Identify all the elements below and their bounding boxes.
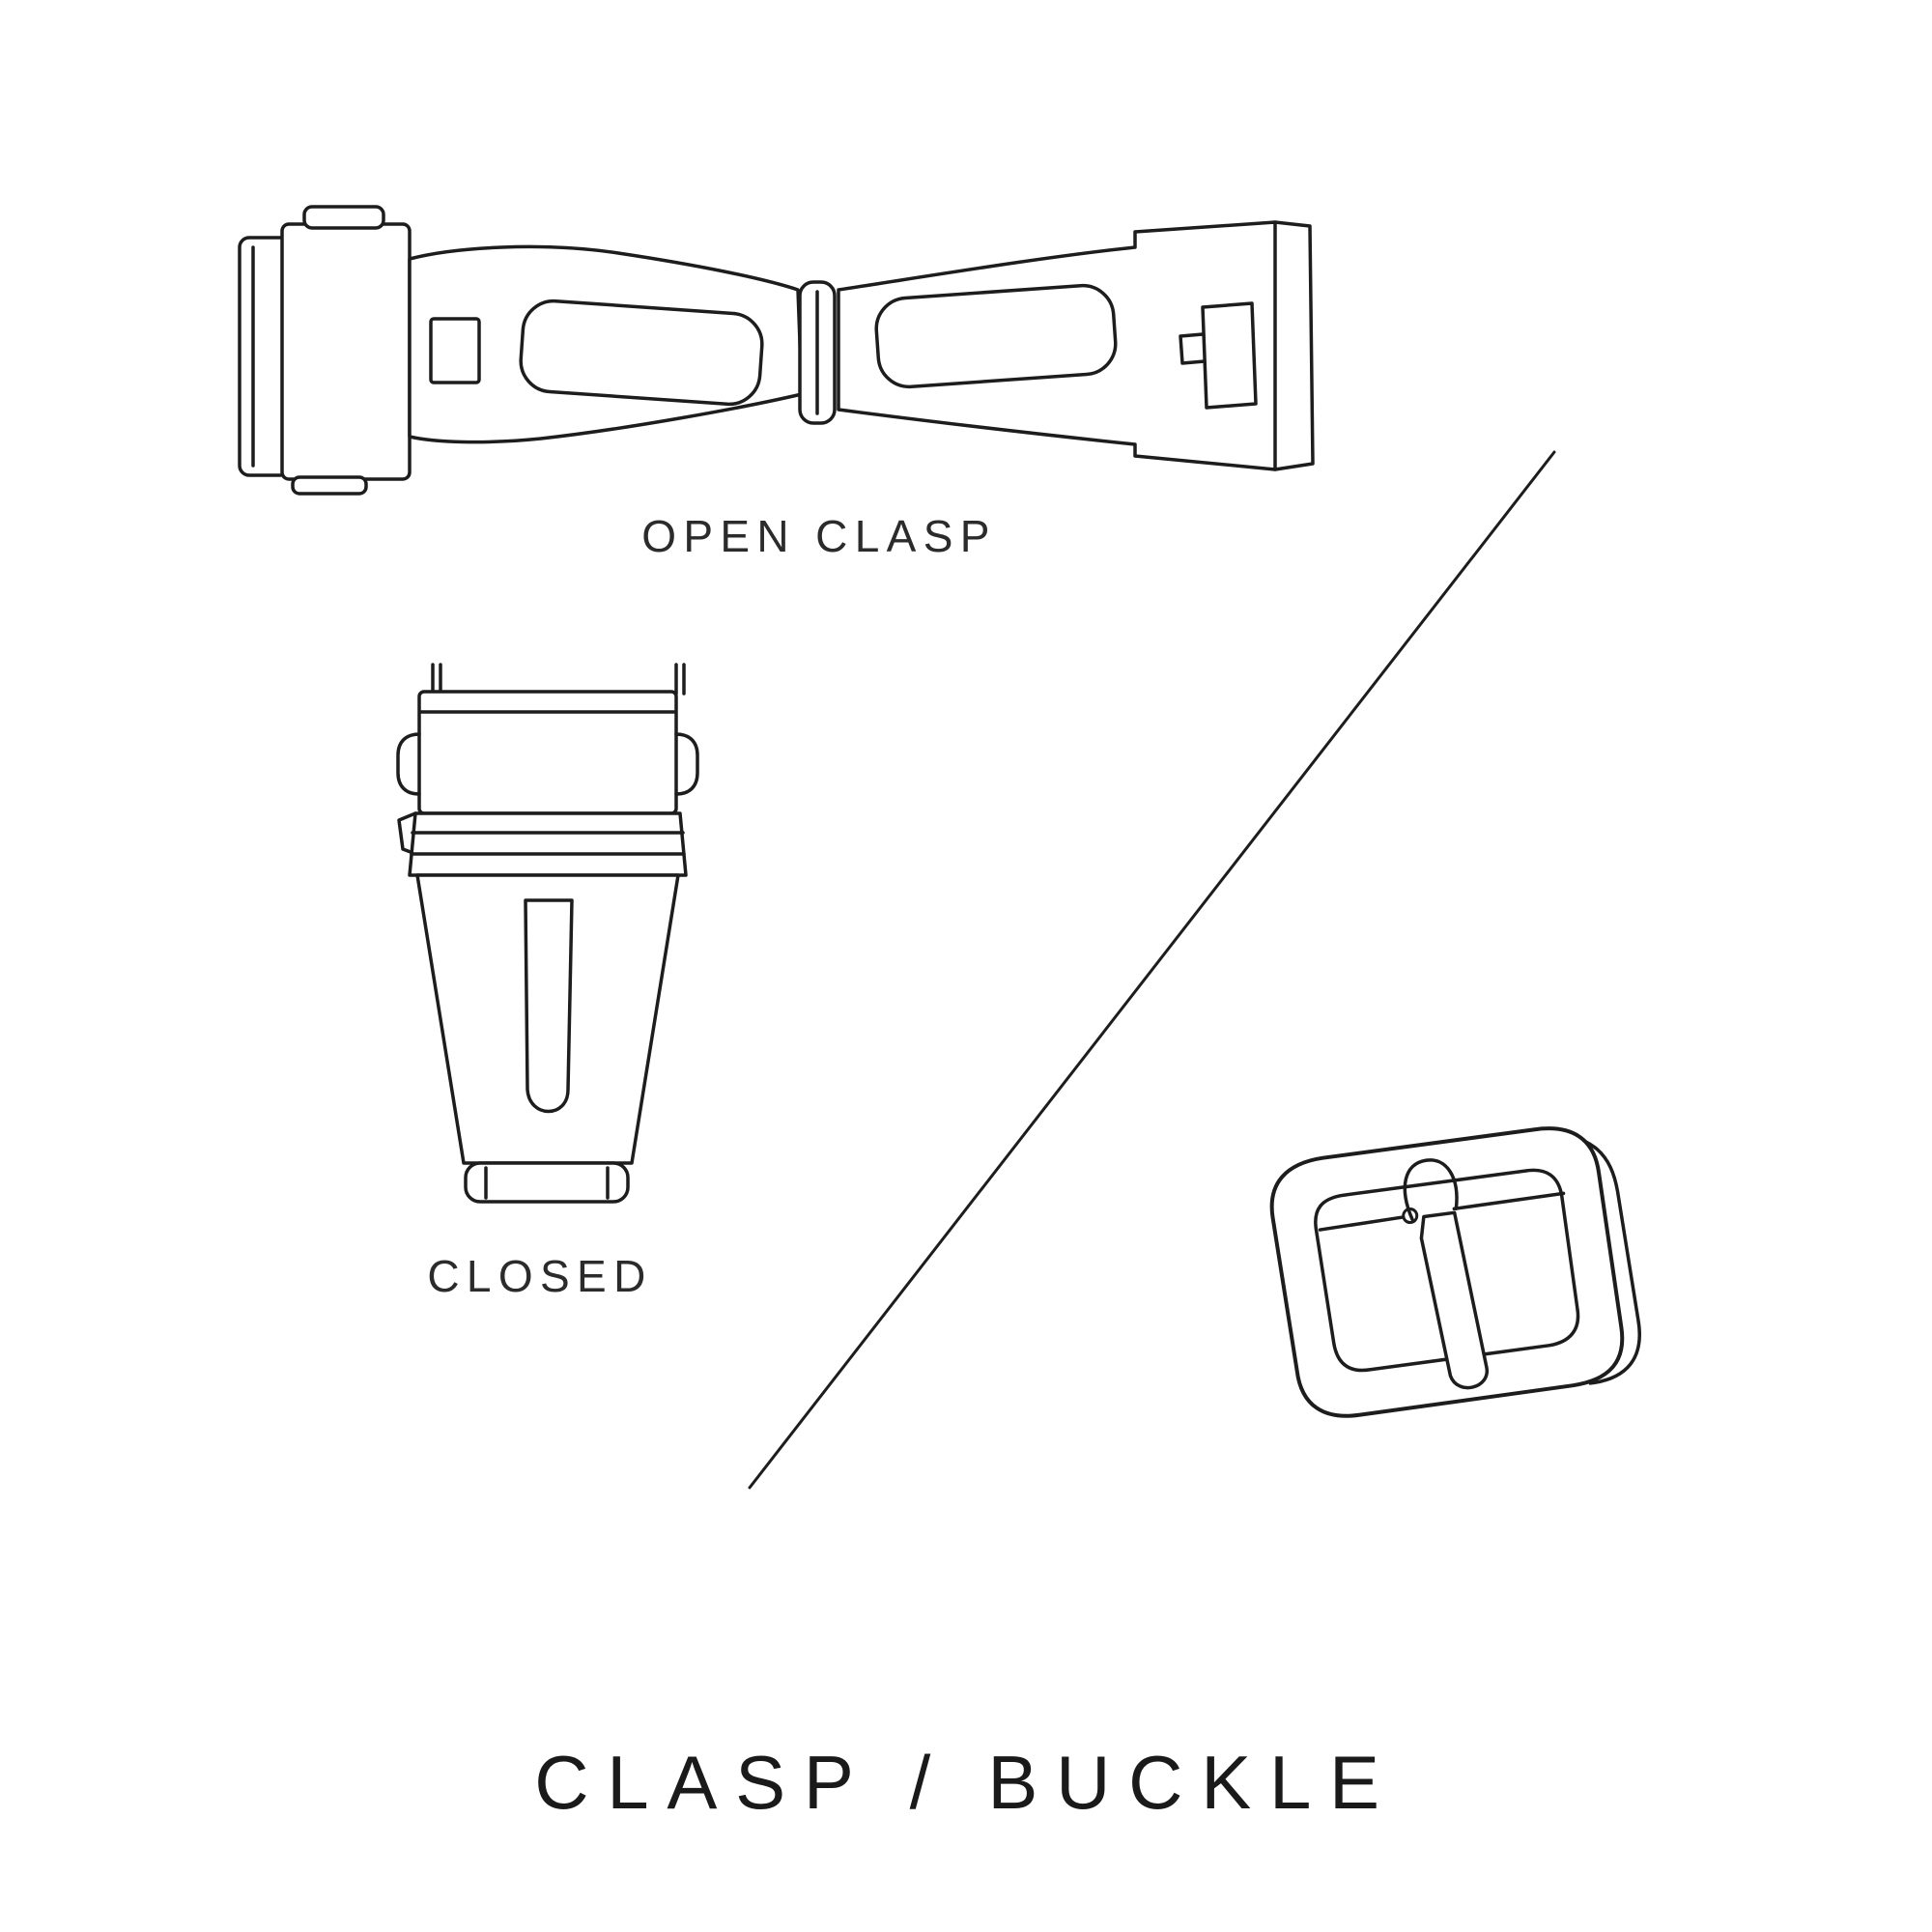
clasp-body-icon: [415, 873, 680, 1165]
diagonal-divider-line: [748, 450, 1556, 1490]
closed-clasp-label: CLOSED: [427, 1251, 653, 1301]
tang-buckle-illustration: [1269, 1126, 1641, 1418]
buckle-tongue-icon: [1419, 1210, 1489, 1390]
closed-clasp-illustration: [396, 663, 699, 1204]
clasp-cover-icon: [417, 690, 678, 815]
open-clasp-label: OPEN CLASP: [641, 511, 997, 561]
diagram-title: CLASP / BUCKLE: [534, 1740, 1398, 1825]
clasp-end-block-icon: [280, 222, 412, 481]
open-clasp-illustration: [238, 205, 1315, 496]
